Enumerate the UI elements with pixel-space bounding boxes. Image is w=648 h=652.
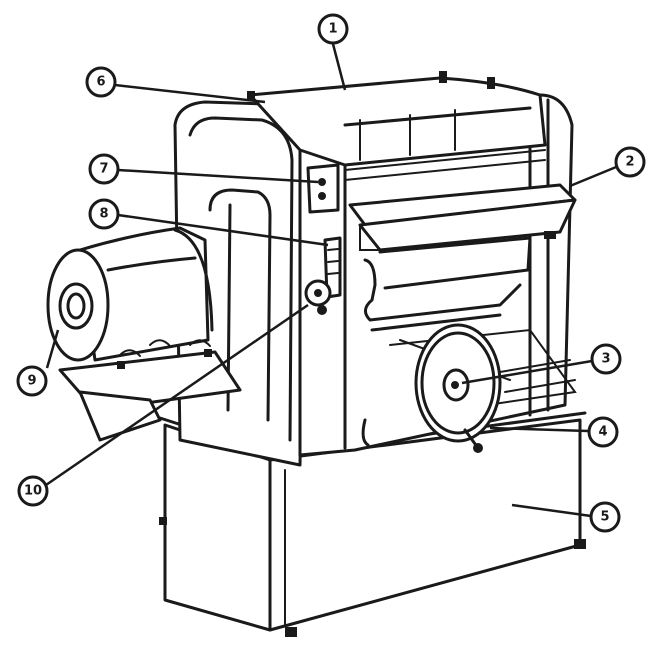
svg-text:7: 7	[99, 162, 108, 177]
svg-text:10: 10	[24, 484, 42, 499]
callout-2: 2	[614, 146, 646, 178]
handwheel	[414, 323, 502, 453]
callout-7: 7	[88, 153, 120, 185]
svg-text:3: 3	[601, 352, 610, 367]
motor	[46, 226, 242, 442]
svg-text:2: 2	[625, 155, 634, 170]
callout-5: 5	[589, 501, 621, 533]
top-cover	[247, 71, 547, 181]
callout-8: 8	[88, 198, 120, 230]
svg-text:6: 6	[96, 75, 105, 90]
svg-text:1: 1	[328, 22, 337, 37]
control-switches	[304, 163, 342, 315]
callout-1: 1	[317, 13, 349, 45]
callout-10: 10	[17, 475, 49, 507]
callout-6: 6	[85, 66, 117, 98]
callout-3: 3	[590, 343, 622, 375]
feed-table	[348, 183, 577, 290]
svg-text:9: 9	[27, 374, 36, 389]
svg-text:8: 8	[99, 207, 108, 222]
callout-4: 4	[587, 416, 619, 448]
leader-lines	[45, 43, 622, 518]
callout-9: 9	[16, 365, 48, 397]
svg-text:5: 5	[600, 510, 609, 525]
svg-text:4: 4	[598, 425, 607, 440]
